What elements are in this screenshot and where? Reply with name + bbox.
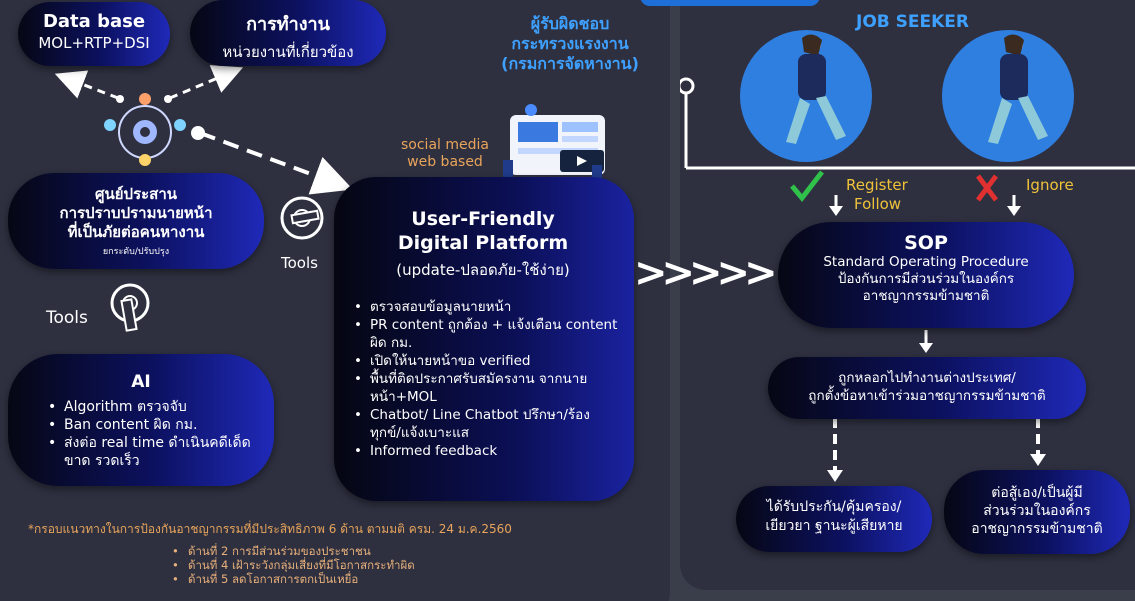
deceived-line-1: ถูกหลอกไปทำงานต่างประเทศ/ [838, 370, 1016, 386]
responsible-line-2: กระทรวงแรงงาน [511, 34, 629, 53]
follow-label: Follow [854, 195, 902, 213]
ai-item: Algorithm ตรวจจับ [48, 398, 254, 416]
tools-label-ai: Tools [46, 308, 88, 328]
operations-title: การทำงาน [246, 14, 330, 35]
center-title-2: การปราบปรามนายหน้า [59, 204, 213, 222]
platform-list: ตรวจสอบข้อมูลนายหน้า PR content ถูกต้อง … [348, 298, 618, 460]
check-mark-icon [790, 170, 824, 202]
arrow-to-database [54, 70, 119, 100]
ai-title: AI [131, 372, 151, 392]
protected-pill: ได้รับประกัน/คุ้มครอง/ เยียวยา ฐานะผู้เส… [736, 486, 932, 552]
job-seeker-avatar-2 [942, 30, 1074, 162]
deceived-pill: ถูกหลอกไปทำงานต่างประเทศ/ ถูกตั้งข้อหาเข… [768, 357, 1086, 419]
sop-line-2: ป้องกันการมีส่วนร่วมในองค์กร [837, 271, 1015, 287]
fight-line-1: ต่อสู้เอง/เป็นผู้มี [991, 485, 1083, 501]
responsible-line-3: (กรมการจัดหางาน) [501, 54, 639, 73]
protected-line-1: ได้รับประกัน/คุ้มครอง/ [766, 499, 902, 515]
job-seeker-heading: JOB SEEKER [856, 12, 969, 32]
social-line-2: web based [407, 154, 483, 170]
platform-item: ตรวจสอบข้อมูลนายหน้า [354, 298, 618, 316]
platform-item: Chatbot/ Line Chatbot ปรึกษา/ร้องทุกข์/แ… [354, 406, 618, 442]
sop-line-1: Standard Operating Procedure [823, 254, 1029, 270]
center-subtitle: ยกระดับ/ปรับปรุง [102, 247, 170, 257]
footnote-heading: *กรอบแนวทางในการป้องกันอาชญากรรมที่มีประ… [28, 522, 512, 536]
social-line-1: social media [401, 137, 489, 153]
fight-line-3: อาชญากรรมข้ามชาติ [971, 521, 1103, 537]
platform-item: เปิดให้นายหน้าขอ verified [354, 352, 618, 370]
ignore-label: Ignore [1026, 176, 1074, 194]
network-icon [104, 93, 186, 166]
responsible-heading: ผู้รับผิดชอบ กระทรวงแรงงาน (กรมการจัดหาง… [470, 14, 670, 74]
walking-person-icon [786, 34, 846, 144]
left-connectors [54, 65, 605, 332]
platform-pill: User-Friendly Digital Platform (update-ป… [334, 177, 634, 501]
database-title: Data base [42, 11, 146, 32]
protected-line-2: เยียวยา ฐานะผู้เสียหาย [765, 518, 903, 534]
job-seeker-avatar-1 [740, 30, 872, 162]
social-media-label: social media web based [390, 137, 500, 171]
center-title-1: ศูนย์ประสาน [94, 185, 178, 203]
sop-title: SOP [904, 232, 948, 254]
tools-label-platform: Tools [281, 254, 318, 272]
register-follow-label: Register Follow [846, 176, 908, 214]
ai-pill: AI Algorithm ตรวจจับ Ban content ผิด กม.… [8, 354, 274, 486]
operations-pill: การทำงาน หน่วยงานที่เกี่ยวข้อง [190, 0, 386, 66]
fight-line-2: ส่วนร่วมในองค์กร [983, 503, 1091, 519]
database-subtitle: MOL+RTP+DSI [38, 34, 150, 52]
register-label: Register [846, 176, 908, 194]
platform-title-2: Digital Platform [397, 232, 569, 254]
arrow-to-operations [169, 65, 244, 100]
database-pill: Data base MOL+RTP+DSI [18, 2, 170, 66]
deceived-line-2: ถูกตั้งข้อหาเข้าร่วมอาชญากรรมข้ามชาติ [808, 388, 1046, 404]
gear-pen-icon [280, 196, 324, 240]
platform-subtitle: (update-ปลอดภัย-ใช้ง่าย) [396, 261, 570, 279]
platform-item: Informed feedback [354, 442, 618, 460]
footnote-item: ด้านที่ 5 ลดโอกาสการตกเป็นเหยื่อ [172, 572, 415, 586]
footnote-list: ด้านที่ 2 การมีส่วนร่วมของประชาชน ด้านที… [172, 544, 415, 586]
right-connectors [680, 77, 1135, 482]
ai-item: ส่งต่อ real time ดำเนินคดีเด็ดขาด รวดเร็… [48, 434, 254, 470]
coordination-center-pill: ศูนย์ประสาน การปราบปรามนายหน้า ที่เป็นภั… [8, 173, 264, 269]
center-title-3: ที่เป็นภัยต่อคนหางาน [67, 223, 205, 241]
platform-title-1: User-Friendly [411, 208, 555, 230]
platform-item: PR content ถูกต้อง + แจ้งเตือน content ผ… [354, 316, 618, 352]
cross-mark-icon [976, 174, 998, 202]
top-tab-decoration [640, 0, 820, 6]
footnote-item: ด้านที่ 4 เฝ้าระวังกลุ่มเสี่ยงที่มีโอกาส… [172, 558, 415, 572]
operations-subtitle: หน่วยงานที่เกี่ยวข้อง [222, 43, 354, 61]
ai-item: Ban content ผิด กม. [48, 416, 254, 434]
sop-line-3: อาชญากรรมข้ามชาติ [862, 288, 990, 304]
platform-item: พื้นที่ติดประกาศรับสมัครงาน จากนายหน้า+M… [354, 370, 618, 406]
walking-person-icon-2 [988, 34, 1048, 144]
footnote-item: ด้านที่ 2 การมีส่วนร่วมของประชาชน [172, 544, 415, 558]
sop-pill: SOP Standard Operating Procedure ป้องกัน… [778, 222, 1074, 328]
gear-pen-icon-2 [110, 283, 150, 332]
chevron-arrows-icon: >>>>> [634, 250, 778, 296]
ai-list: Algorithm ตรวจจับ Ban content ผิด กม. ส่… [48, 398, 254, 470]
fight-pill: ต่อสู้เอง/เป็นผู้มี ส่วนร่วมในองค์กร อาช… [944, 470, 1130, 554]
responsible-line-1: ผู้รับผิดชอบ [530, 14, 610, 33]
